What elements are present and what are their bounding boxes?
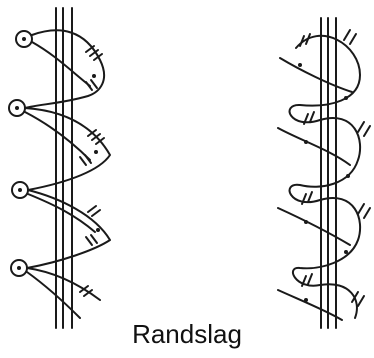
right-mark-dot-4 — [346, 174, 350, 178]
right-seizing-marks-3 — [303, 111, 315, 125]
left-eye-dot-4 — [17, 266, 21, 270]
left-eye-dot-1 — [22, 37, 26, 41]
left-seizing-marks-4 — [79, 154, 92, 166]
right-serpentine-line — [288, 34, 362, 319]
left-mark-dot-1 — [92, 74, 96, 78]
right-seizing-marks-1 — [299, 33, 311, 47]
right-mark-dot-2 — [344, 96, 348, 100]
right-mark-dot-7 — [304, 298, 308, 302]
left-mark-dot-3 — [96, 228, 100, 232]
left-binding-line — [24, 29, 111, 301]
left-eye-dot-3 — [18, 188, 22, 192]
right-seizing-marks-8 — [351, 291, 365, 307]
right-mark-dot-5 — [304, 220, 308, 224]
left-seizing-marks-3 — [87, 129, 105, 145]
right-seizing-marks-5 — [301, 191, 313, 205]
left-seizing-marks-1 — [85, 45, 103, 61]
left-rope-figure — [8, 7, 111, 329]
left-binding-line-b — [24, 41, 96, 319]
left-eye-loop-1 — [15, 30, 33, 48]
right-serpentine-line-b — [277, 57, 353, 321]
right-mark-dot-1 — [298, 63, 302, 67]
right-seizing-marks-4 — [357, 121, 371, 137]
left-seizing-marks-2 — [85, 79, 98, 91]
figure-caption: Randslag — [132, 319, 242, 349]
right-seizing-marks-6 — [357, 203, 371, 219]
right-seizing-marks-7 — [301, 273, 313, 287]
right-mark-dot-6 — [344, 250, 348, 254]
left-seizing-marks-7 — [79, 285, 93, 297]
right-rope-figure — [277, 17, 371, 329]
left-seizing-marks-5 — [87, 205, 101, 217]
left-eye-dot-2 — [15, 106, 19, 110]
left-mark-dot-2 — [94, 150, 98, 154]
left-seizing-marks-6 — [85, 234, 98, 246]
right-mark-dot-3 — [304, 140, 308, 144]
right-seizing-marks-2 — [343, 29, 357, 45]
